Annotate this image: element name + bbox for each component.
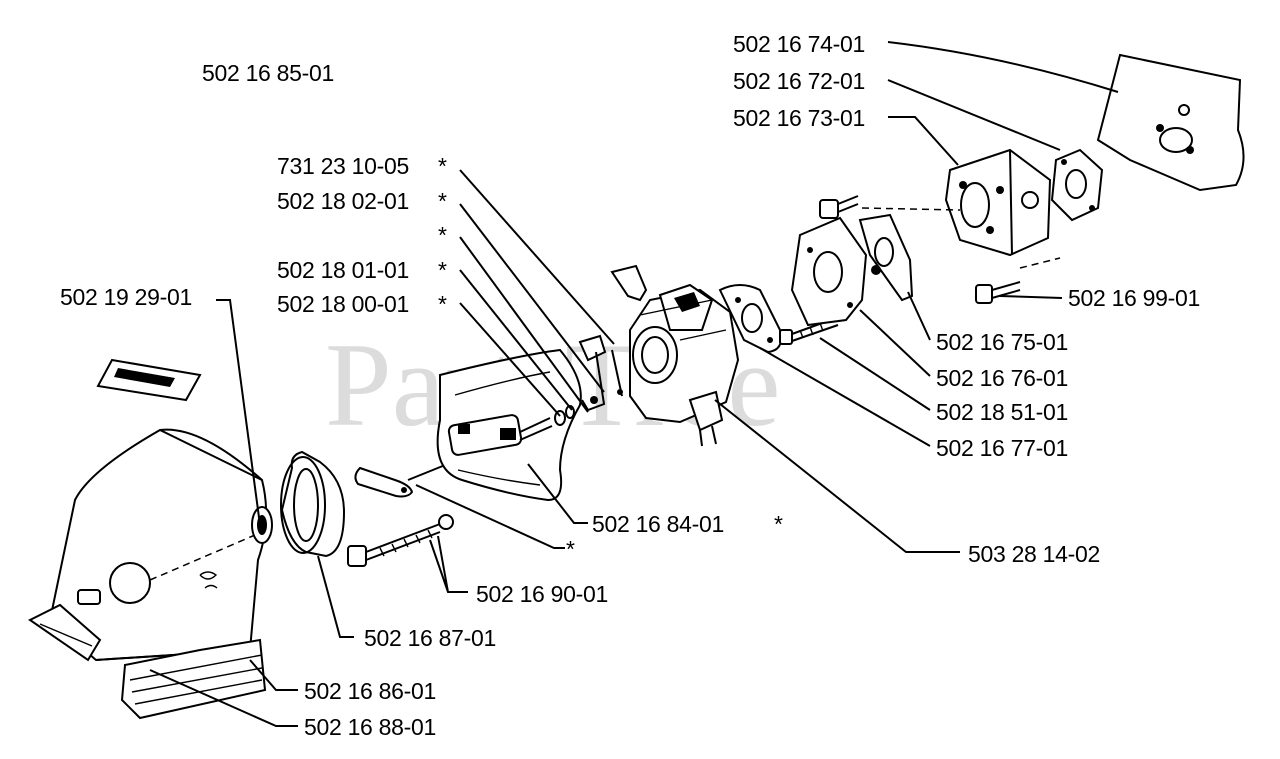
part-label-502-18-02-01[interactable]: 502 18 02-01 bbox=[277, 188, 409, 214]
part-label-502-16-72-01[interactable]: 502 16 72-01 bbox=[733, 68, 865, 94]
part-label-502-16-86-01[interactable]: 502 16 86-01 bbox=[304, 678, 436, 704]
part-label-502-18-01-01[interactable]: 502 18 01-01 bbox=[277, 257, 409, 283]
asterisk-502-16-84-01: * bbox=[774, 511, 783, 537]
part-label-502-16-75-01[interactable]: 502 16 75-01 bbox=[936, 329, 1068, 355]
part-label-502-16-90-01[interactable]: 502 16 90-01 bbox=[476, 581, 608, 607]
part-label-502-16-74-01[interactable]: 502 16 74-01 bbox=[733, 31, 865, 57]
heat-shield[interactable] bbox=[1096, 53, 1245, 192]
manifold-gasket[interactable] bbox=[1050, 148, 1104, 222]
cover-knob[interactable] bbox=[251, 506, 273, 544]
asterisk-502-18-02-01: * bbox=[438, 188, 447, 214]
asterisk-731-23-10-05: * bbox=[438, 153, 447, 179]
asterisk-unlabeled: * bbox=[438, 222, 447, 248]
intake-screw[interactable] bbox=[779, 317, 839, 345]
leader-lines bbox=[149, 41, 1119, 727]
asterisk-502-18-00-01: * bbox=[438, 291, 447, 317]
part-label-502-16-77-01[interactable]: 502 16 77-01 bbox=[936, 435, 1068, 461]
part-label-503-28-14-02[interactable]: 503 28 14-02 bbox=[968, 541, 1100, 567]
part-label-502-18-51-01[interactable]: 502 18 51-01 bbox=[936, 399, 1068, 425]
assembly-number-label: 502 16 85-01 bbox=[202, 60, 334, 86]
bottom-screw[interactable] bbox=[975, 281, 1021, 304]
filter-screw[interactable] bbox=[347, 514, 454, 567]
part-label-502-16-87-01[interactable]: 502 16 87-01 bbox=[364, 625, 496, 651]
part-label-502-19-29-01[interactable]: 502 19 29-01 bbox=[60, 284, 192, 310]
air-filter-cover[interactable] bbox=[48, 428, 268, 662]
part-label-502-16-99-01[interactable]: 502 16 99-01 bbox=[1068, 285, 1200, 311]
part-label-502-16-84-01[interactable]: 502 16 84-01 bbox=[592, 511, 724, 537]
cover-seal[interactable] bbox=[28, 603, 267, 720]
spacer-gasket[interactable] bbox=[858, 213, 914, 302]
carburetor-body[interactable] bbox=[610, 264, 740, 447]
top-screw[interactable] bbox=[819, 195, 859, 219]
air-filter-element[interactable] bbox=[280, 450, 346, 558]
part-label-502-18-00-01[interactable]: 502 18 00-01 bbox=[277, 291, 409, 317]
intake-block[interactable] bbox=[944, 148, 1052, 257]
asterisk-502-18-01-01: * bbox=[438, 257, 447, 283]
part-label-502-16-76-01[interactable]: 502 16 76-01 bbox=[936, 365, 1068, 391]
choke-linkage[interactable] bbox=[578, 334, 623, 412]
asterisk-choke-lever: * bbox=[566, 536, 575, 562]
decal bbox=[96, 358, 202, 402]
part-label-502-16-88-01[interactable]: 502 16 88-01 bbox=[304, 714, 436, 740]
intake-spacer[interactable] bbox=[790, 216, 868, 327]
part-label-502-16-73-01[interactable]: 502 16 73-01 bbox=[733, 105, 865, 131]
bracket-plate[interactable] bbox=[436, 348, 582, 502]
part-label-731-23-10-05[interactable]: 731 23 10-05 bbox=[277, 153, 409, 179]
